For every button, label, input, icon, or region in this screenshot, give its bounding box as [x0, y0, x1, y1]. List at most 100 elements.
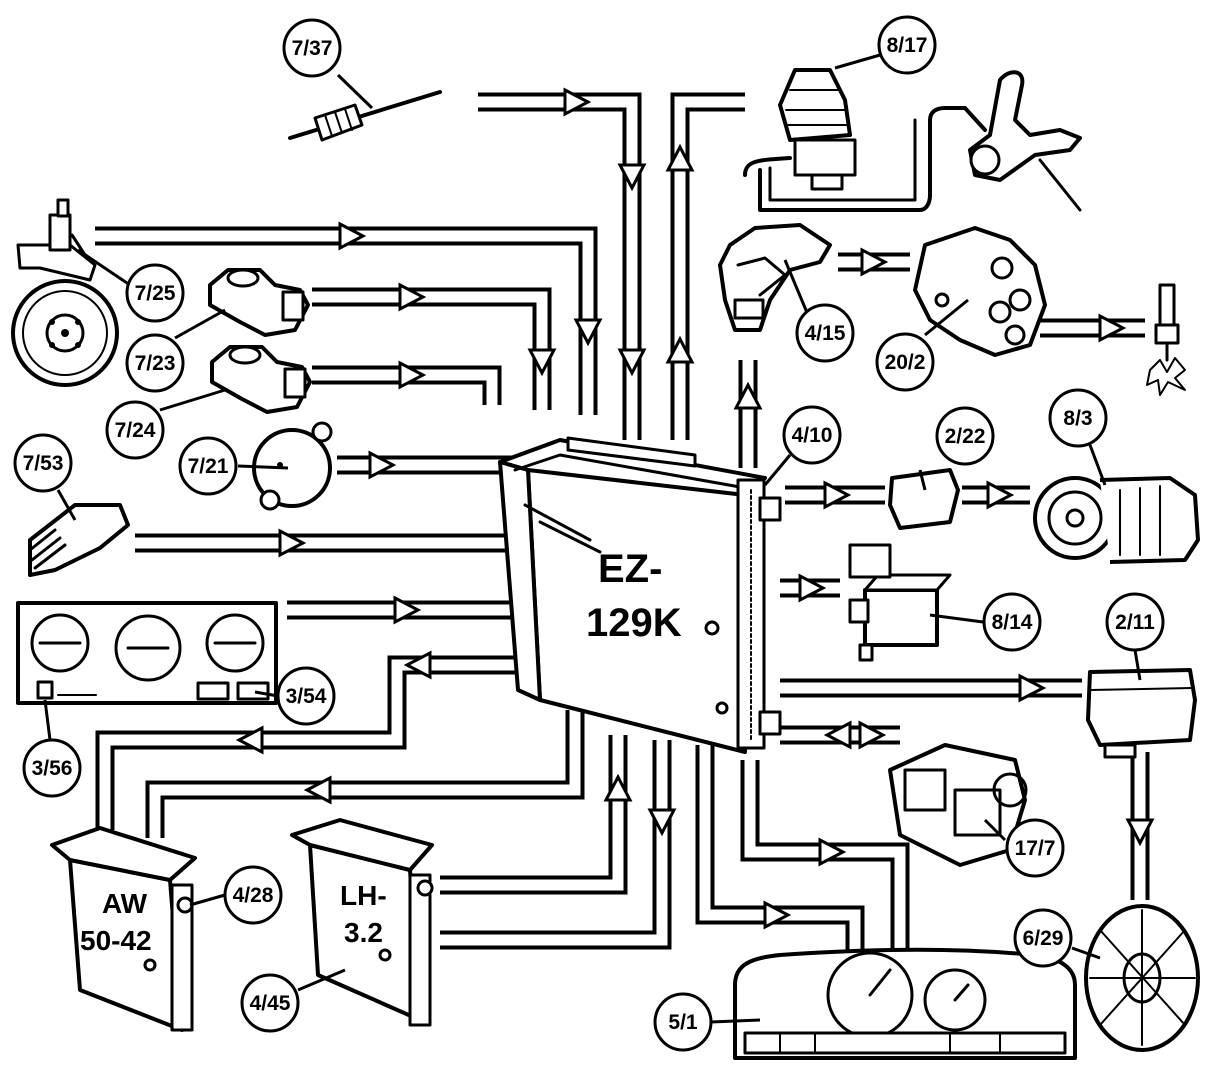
leader-lines — [43, 53, 1142, 1024]
callout-6-29: 6/29 — [1013, 908, 1073, 968]
arrowhead — [818, 837, 847, 867]
callout-7-37: 7/37 — [282, 18, 342, 78]
callout-4-10: 4/10 — [782, 405, 842, 465]
ecu-screw — [715, 701, 729, 715]
callout-5-1: 5/1 — [653, 992, 713, 1052]
arrowhead — [665, 143, 695, 172]
callout-label: 7/37 — [292, 37, 333, 60]
arrowhead — [1098, 313, 1127, 343]
aw-module-label-line2: 50-42 — [80, 925, 152, 956]
ecu-connector-clip — [758, 710, 782, 736]
callout-label: 4/28 — [233, 884, 274, 907]
temperature-sensor-7-37 — [288, 90, 442, 142]
spark-plug — [1146, 283, 1186, 396]
arrowhead — [823, 480, 852, 510]
arrowhead — [860, 247, 889, 277]
arrowhead — [858, 720, 887, 750]
arrowhead — [617, 163, 647, 192]
relay-box-17-7 — [888, 743, 1028, 867]
callout-4-15: 4/15 — [795, 303, 855, 363]
callout-label: 8/14 — [992, 611, 1033, 634]
lh-module-label-line1: LH- — [340, 880, 387, 911]
callout-4-45: 4/45 — [240, 973, 300, 1033]
ecu-top-rib — [513, 453, 742, 489]
pipe-lh-to-ez-1-outline — [440, 735, 628, 895]
callout-2-22: 2/22 — [935, 406, 995, 466]
arrowhead — [617, 348, 647, 377]
callout-7-23: 7/23 — [125, 333, 185, 393]
callout-label: 3/54 — [286, 685, 327, 708]
callout-2-11: 2/11 — [1105, 592, 1165, 652]
arrowhead — [403, 650, 432, 680]
callout-7-21: 7/21 — [178, 436, 238, 496]
callout-8-3: 8/3 — [1048, 388, 1108, 448]
callout-label: 17/7 — [1015, 837, 1056, 860]
callout-label: 3/56 — [32, 757, 73, 780]
callout-label: 6/29 — [1023, 927, 1064, 950]
callout-8-14: 8/14 — [982, 592, 1042, 652]
arrowhead — [986, 480, 1015, 510]
climate-control-panel — [16, 601, 278, 705]
callout-7-24: 7/24 — [105, 400, 165, 460]
pipe-ez-to-lh-2-fill — [440, 740, 668, 946]
callout-20-2: 20/2 — [875, 332, 935, 392]
distributor-cap-20-2 — [913, 226, 1047, 357]
vacuum-valve-8-17 — [743, 68, 1082, 212]
ignition-control-unit: EZ- 129K — [498, 436, 782, 754]
callout-label: 7/53 — [23, 452, 64, 475]
callout-bubbles: 7/37 8/17 7/25 7/23 7/24 7/21 7/53 4/15 — [13, 15, 1165, 1052]
callout-label: 4/10 — [792, 424, 833, 447]
arrowhead — [563, 87, 592, 117]
fuel-injection-control-module: LH- 3.2 — [290, 818, 434, 1027]
flow-arrowheads — [235, 87, 1155, 930]
arrowhead — [763, 900, 792, 930]
pipe-7-25-to-ez-fill — [95, 230, 594, 415]
pipe-ez-to-8-17-fill — [674, 96, 745, 440]
crankshaft-sensor-7-25 — [11, 198, 119, 387]
relay-2-22 — [888, 468, 960, 530]
pipe-ez-to-aw-outline — [145, 710, 585, 838]
ecu-top-tab — [566, 436, 697, 468]
arrowhead — [235, 725, 264, 755]
callout-label: 4/15 — [805, 322, 846, 345]
aw-module-label-line1: AW — [102, 888, 148, 919]
callout-4-28: 4/28 — [223, 865, 283, 925]
transmission-control-module: AW 50-42 — [50, 826, 197, 1032]
arrowhead — [393, 595, 422, 625]
ecu-top-rib — [523, 503, 592, 542]
callout-label: 7/24 — [115, 419, 156, 442]
pipe-7-23-to-ez-fill — [312, 291, 548, 410]
arrowhead — [603, 773, 633, 802]
callout-17-7: 17/7 — [1005, 818, 1065, 878]
ecu-screw — [704, 620, 720, 636]
arrowhead — [733, 381, 763, 410]
arrowhead — [573, 318, 603, 347]
arrowhead — [823, 720, 852, 750]
callout-label: 2/22 — [945, 425, 986, 448]
pipe-7-37-to-ez-fill — [478, 96, 638, 440]
callout-3-54: 3/54 — [276, 666, 336, 726]
instrument-cluster-5-1 — [733, 947, 1077, 1060]
ecu-label-line2: 129K — [586, 601, 682, 645]
arrowhead — [527, 348, 557, 377]
arrowhead — [1018, 673, 1047, 703]
arrowhead — [368, 450, 397, 480]
callout-3-56: 3/56 — [22, 738, 82, 798]
knock-sensor-7-24 — [210, 345, 312, 414]
solenoid-valve-8-14 — [848, 543, 952, 662]
callout-label: 7/23 — [135, 352, 176, 375]
pipe-ez-to-aw-fill — [149, 710, 581, 838]
callout-label: 7/25 — [135, 282, 176, 305]
callout-8-17: 8/17 — [877, 15, 937, 75]
pressure-switch-7-53 — [28, 503, 130, 577]
arrowhead — [1125, 818, 1155, 847]
pipe-ez-to-climate-fill — [99, 659, 528, 830]
knock-sensor-7-23 — [208, 268, 310, 337]
callout-label: 8/17 — [887, 34, 928, 57]
ac-compressor-8-3 — [1033, 476, 1200, 564]
callout-label: 4/45 — [250, 992, 291, 1015]
relay-2-11 — [1086, 668, 1197, 759]
ecu-label-line1: EZ- — [598, 547, 662, 591]
arrowhead — [665, 335, 695, 364]
